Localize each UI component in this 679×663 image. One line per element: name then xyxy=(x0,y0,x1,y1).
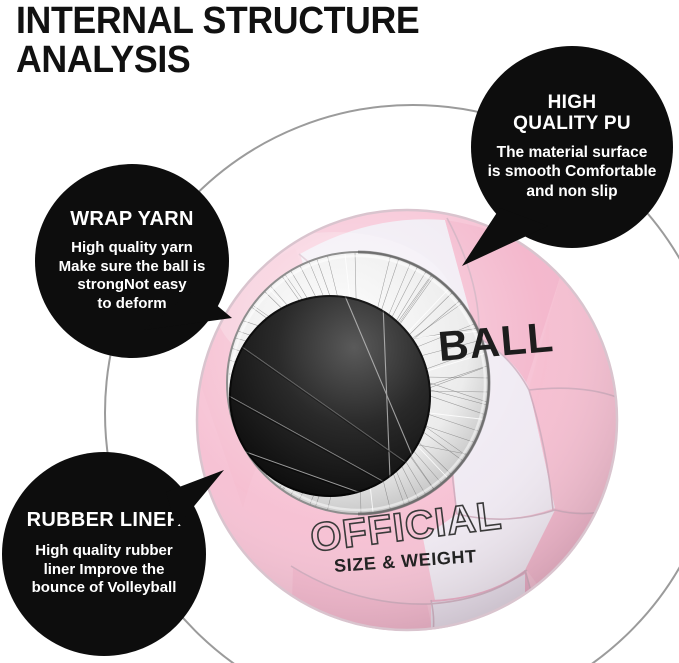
guide-circle xyxy=(104,104,679,663)
callout-wrap-yarn: WRAP YARN High quality yarn Make sure th… xyxy=(35,164,229,358)
callout-high-quality-pu: HIGH QUALITY PU The material surface is … xyxy=(471,46,673,248)
callout-heading: RUBBER LINER xyxy=(26,509,182,532)
callout-heading: WRAP YARN xyxy=(70,207,194,230)
callout-body: High quality rubber liner Improve the bo… xyxy=(31,541,177,597)
page-title: INTERNAL STRUCTURE ANALYSIS xyxy=(16,0,420,81)
callout-body: High quality yarn Make sure the ball is … xyxy=(58,239,206,312)
callout-body: The material surface is smooth Comfortab… xyxy=(487,144,657,200)
volleyball-illustration xyxy=(195,208,619,632)
callout-rubber-liner: RUBBER LINER High quality rubber liner I… xyxy=(2,452,206,656)
callout-heading: HIGH QUALITY PU xyxy=(513,92,631,134)
